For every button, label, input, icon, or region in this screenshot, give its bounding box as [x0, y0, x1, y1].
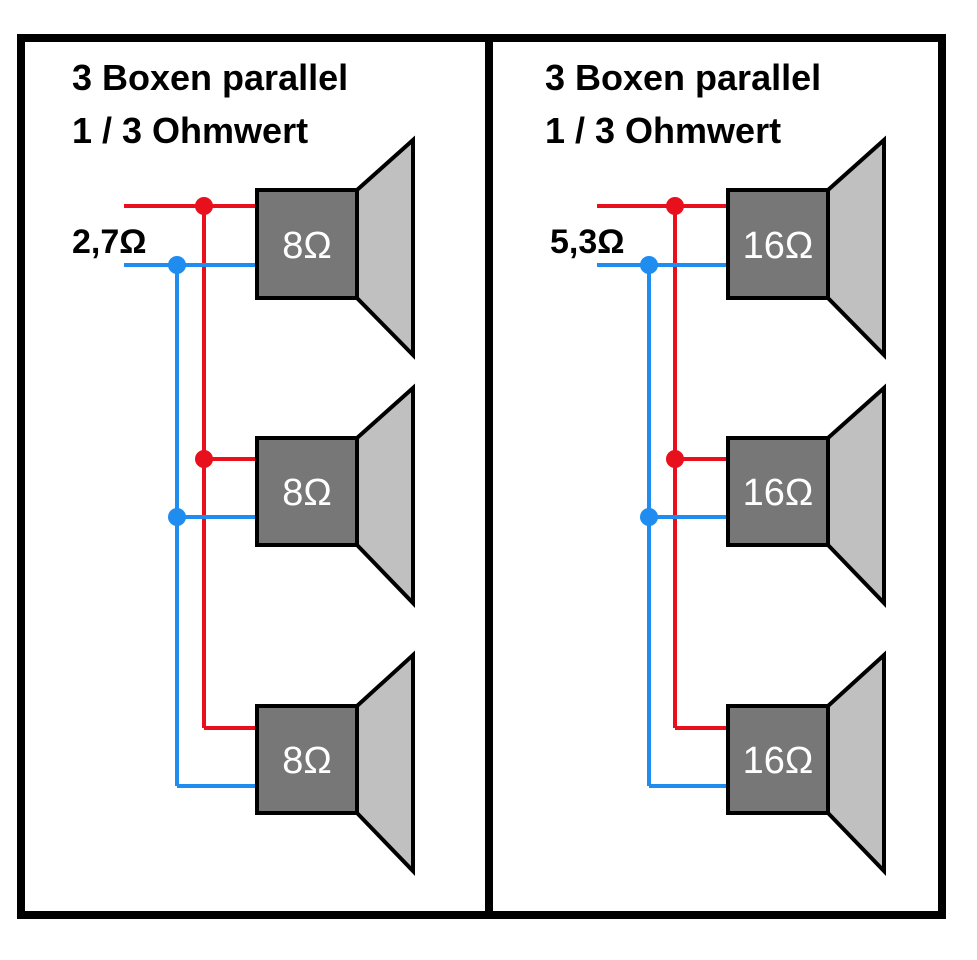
speaker-impedance-label: 16Ω [743, 225, 814, 267]
panel-title-line1: 3 Boxen parallel [72, 57, 348, 98]
speaker-impedance-label: 16Ω [743, 740, 814, 782]
speaker-impedance-label: 8Ω [282, 740, 332, 782]
speaker-impedance-label: 8Ω [282, 225, 332, 267]
negative-junction-dot [168, 508, 186, 526]
negative-junction-dot [640, 508, 658, 526]
panel-title-line2: 1 / 3 Ohmwert [72, 110, 308, 151]
total-impedance-label: 2,7Ω [72, 223, 147, 261]
speaker-icon: 8Ω [255, 650, 415, 876]
panel-title-line2: 1 / 3 Ohmwert [545, 110, 781, 151]
speaker-icon: 16Ω [726, 383, 886, 608]
negative-junction-dot [168, 256, 186, 274]
speaker-icon: 8Ω [255, 383, 415, 608]
speaker-icon: 16Ω [726, 135, 886, 360]
total-impedance-label: 5,3Ω [550, 223, 625, 261]
positive-junction-dot [666, 450, 684, 468]
speaker-icon: 16Ω [726, 650, 886, 876]
negative-junction-dot [640, 256, 658, 274]
speaker-icon: 8Ω [255, 135, 415, 360]
positive-junction-dot [666, 197, 684, 215]
panel-right: 3 Boxen parallel 1 / 3 Ohmwert 5,3Ω 16Ω [545, 57, 886, 876]
positive-junction-dot [195, 450, 213, 468]
panel-left: 3 Boxen parallel 1 / 3 Ohmwert 2,7Ω 8Ω [72, 57, 415, 876]
speaker-impedance-label: 16Ω [743, 472, 814, 514]
panel-title-line1: 3 Boxen parallel [545, 57, 821, 98]
positive-junction-dot [195, 197, 213, 215]
speaker-impedance-label: 8Ω [282, 472, 332, 514]
